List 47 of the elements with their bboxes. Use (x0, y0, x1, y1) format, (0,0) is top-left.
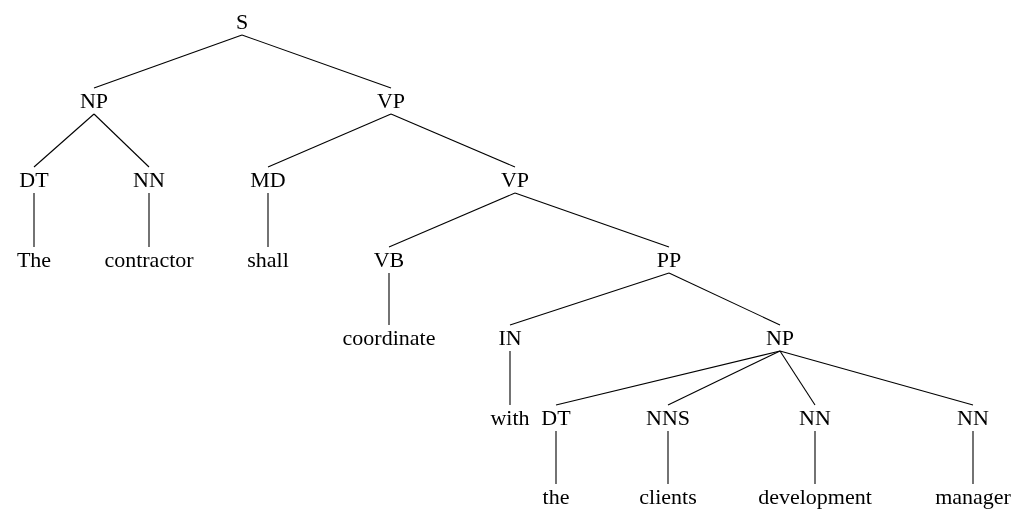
tree-node-label: clients (637, 484, 699, 510)
tree-branch-line (33, 113, 95, 168)
tree-node-label: development (756, 484, 874, 510)
tree-node-label: MD (248, 167, 288, 193)
tree-node-label: NN (955, 405, 991, 431)
tree-branch-line (667, 430, 669, 485)
tree-node-label: IN (496, 325, 524, 351)
tree-node-label: VP (498, 167, 532, 193)
tree-node-label: manager (933, 484, 1013, 510)
tree-node-label: NN (797, 405, 833, 431)
tree-node-label: S (233, 9, 251, 35)
tree-branch-line (814, 430, 816, 485)
tree-node-label: NP (763, 325, 797, 351)
tree-branch-line (267, 113, 392, 168)
tree-branch-line (779, 350, 974, 406)
tree-branch-line (93, 34, 243, 89)
tree-node-label: with (488, 405, 532, 431)
tree-node-label: NNS (644, 405, 692, 431)
tree-branch-line (241, 34, 392, 89)
tree-node-label: VB (371, 247, 407, 273)
tree-branch-line (93, 113, 150, 168)
tree-node-label: VP (374, 88, 408, 114)
tree-node-label: DT (539, 405, 573, 431)
tree-branch-line (390, 113, 516, 168)
tree-branch-line (779, 350, 816, 406)
tree-branch-line (267, 192, 269, 248)
tree-branch-line (514, 192, 670, 248)
tree-branch-line (148, 192, 150, 248)
tree-node-label: contractor (102, 247, 196, 273)
tree-branch-line (388, 272, 390, 326)
tree-node-label: coordinate (340, 325, 438, 351)
tree-branch-line (555, 430, 557, 485)
tree-branch-line (972, 430, 974, 485)
tree-node-label: NP (77, 88, 111, 114)
tree-branch-line (555, 350, 781, 406)
tree-branch-line (33, 192, 35, 248)
tree-node-label: PP (654, 247, 684, 273)
tree-branch-line (667, 350, 781, 406)
tree-branch-line (388, 192, 516, 248)
tree-node-label: the (540, 484, 572, 510)
tree-node-label: shall (245, 247, 291, 273)
tree-branch-line (668, 272, 781, 326)
tree-node-label: The (14, 247, 54, 273)
tree-node-label: DT (17, 167, 51, 193)
tree-branch-line (509, 350, 511, 406)
tree-node-label: NN (131, 167, 167, 193)
tree-branch-line (509, 272, 670, 326)
